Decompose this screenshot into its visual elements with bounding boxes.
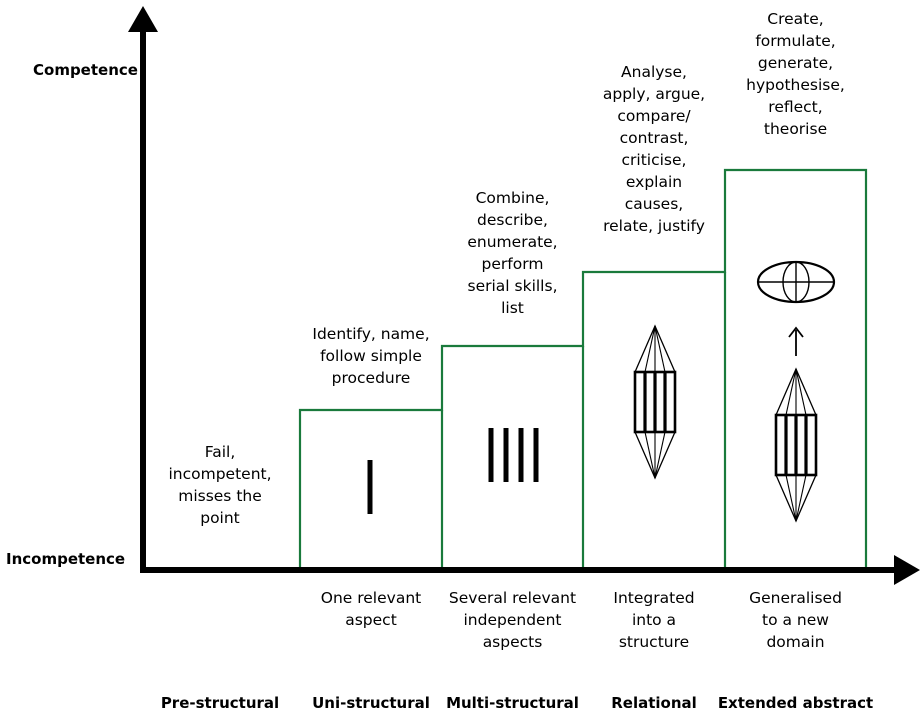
globe-icon bbox=[756, 260, 836, 304]
extended-abstract-verbs: Create, formulate, generate, hypothesise… bbox=[746, 10, 845, 138]
uni-structural-description: One relevant aspect bbox=[320, 589, 422, 629]
up-arrow-icon bbox=[788, 326, 804, 356]
four-bars-icon bbox=[488, 428, 539, 482]
pre-structural-verbs: Fail, incompetent, misses the point bbox=[168, 443, 272, 527]
y-axis-arrowhead bbox=[128, 6, 158, 32]
level-name-pre-structural: Pre-structural bbox=[160, 694, 280, 712]
uni-structural-verbs: Identify, name, follow simple procedure bbox=[312, 325, 430, 387]
relational-description: Integrated into a structure bbox=[613, 589, 695, 651]
level-name-extended-abstract: Extended abstract bbox=[717, 694, 874, 712]
level-name-multi-structural: Multi-structural bbox=[446, 694, 579, 712]
level-name-uni-structural: Uni-structural bbox=[312, 694, 430, 712]
y-axis-top-label: Competence bbox=[33, 61, 138, 79]
generalised-structure-icon bbox=[756, 260, 836, 523]
y-axis-bottom-label: Incompetence bbox=[6, 550, 126, 568]
staircase-outline bbox=[298, 168, 868, 567]
relational-verbs: Analyse, apply, argue, compare/ contrast… bbox=[602, 63, 706, 235]
extended-abstract-description: Generalised to a new domain bbox=[749, 589, 842, 651]
level-name-relational: Relational bbox=[611, 694, 697, 712]
integrated-structure-icon bbox=[633, 324, 677, 480]
multi-structural-verbs: Combine, describe, enumerate, perform se… bbox=[467, 189, 558, 317]
x-axis-arrowhead bbox=[894, 555, 920, 585]
multi-structural-description: Several relevant independent aspects bbox=[448, 589, 577, 651]
